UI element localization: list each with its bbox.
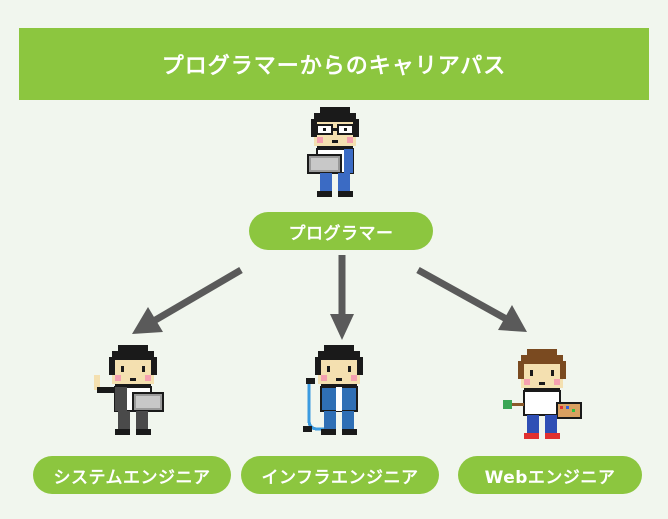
- arrow-to-system-engineer: [132, 266, 243, 334]
- arrow-to-infra-engineer: [330, 255, 354, 340]
- node-programmer: プログラマー: [249, 212, 433, 250]
- node-system-engineer: システムエンジニア: [33, 456, 231, 494]
- arrow-to-web-engineer: [416, 266, 527, 332]
- node-infra-engineer: インフラエンジニア: [241, 456, 439, 494]
- node-infra-engineer-label: インフラエンジニア: [261, 467, 419, 488]
- node-programmer-label: プログラマー: [288, 223, 394, 244]
- programmer-character-icon: [302, 104, 368, 204]
- node-web-engineer: Webエンジニア: [458, 456, 642, 494]
- web-engineer-character-icon: [500, 346, 584, 446]
- node-web-engineer-label: Webエンジニア: [484, 467, 616, 488]
- node-system-engineer-label: システムエンジニア: [53, 467, 211, 488]
- infra-engineer-character-icon: [300, 342, 372, 442]
- diagram-title: プログラマーからのキャリアパス: [19, 28, 649, 100]
- system-engineer-character-icon: [90, 342, 170, 442]
